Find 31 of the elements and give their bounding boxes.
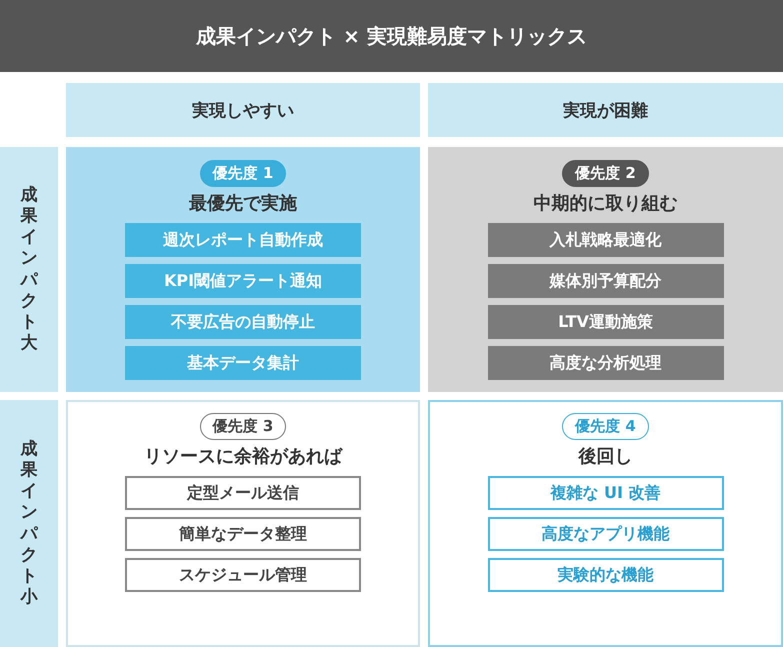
priority-badge: 優先度 4 (562, 413, 649, 440)
task-item: KPI閾値アラート通知 (125, 264, 361, 298)
quadrant-panel (428, 400, 783, 647)
row-header: 成果インパクト小 (0, 400, 58, 647)
task-item: 複雑な UI 改善 (488, 476, 724, 510)
task-item: 高度なアプリ機能 (488, 517, 724, 551)
task-item: LTV運動施策 (488, 305, 724, 339)
priority-badge: 優先度 2 (562, 160, 649, 187)
column-header: 実現が困難 (428, 83, 783, 137)
quadrant-heading: 後回し (578, 445, 632, 468)
task-item: 媒体別予算配分 (488, 264, 724, 298)
quadrant-heading: 中期的に取り組む (534, 192, 678, 215)
quadrant-heading: リソースに余裕があれば (144, 445, 342, 468)
quadrant-panel (66, 400, 420, 647)
quadrant-heading: 最優先で実施 (189, 192, 297, 215)
priority-badge: 優先度 1 (200, 160, 286, 187)
quadrant-panel (66, 147, 420, 392)
task-item: 入札戦略最適化 (488, 223, 724, 257)
task-item: 基本データ集計 (125, 346, 361, 380)
task-item: 実験的な機能 (488, 558, 724, 592)
task-item: スケジュール管理 (125, 558, 361, 592)
quadrant-panel (428, 147, 783, 392)
task-item: 不要広告の自動停止 (125, 305, 361, 339)
task-item: 定型メール送信 (125, 476, 361, 510)
task-item: 高度な分析処理 (488, 346, 724, 380)
task-item: 簡単なデータ整理 (125, 517, 361, 551)
row-header: 成果インパクト大 (0, 147, 58, 392)
column-header: 実現しやすい (66, 83, 420, 137)
title-bar: 成果インパクト × 実現難易度マトリックス (0, 0, 783, 72)
priority-badge: 優先度 3 (200, 413, 286, 440)
task-item: 週次レポート自動作成 (125, 223, 361, 257)
